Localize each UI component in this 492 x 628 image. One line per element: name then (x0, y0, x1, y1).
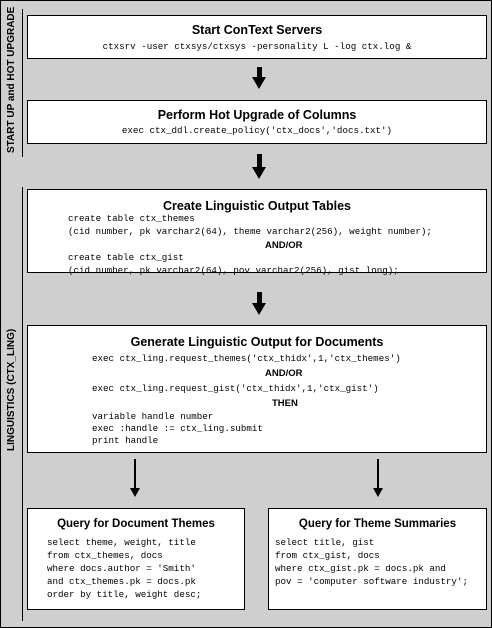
arrow-1-shaft (257, 67, 262, 78)
query-summaries-line-1: select title, gist (275, 537, 375, 548)
arrow-4-shaft (134, 459, 136, 489)
and-or-separator: AND/OR (265, 240, 303, 251)
query-themes-line-3: where docs.author = 'Smith' (47, 563, 196, 574)
arrow-1-head (252, 77, 266, 89)
start-servers-title: Start ConText Servers (191, 23, 323, 37)
query-summaries-line-2: from ctx_gist, docs (275, 550, 380, 561)
arrow-2-head (252, 167, 266, 179)
section-label-linguistics: LINGUISTICS (CTX_LING) (6, 328, 17, 451)
create-gist-line-1: create table ctx_gist (68, 252, 184, 263)
create-gist-line-2: (cid number, pk varchar2(64), pov varcha… (68, 265, 399, 276)
start-servers-command: ctxsrv -user ctxsys/ctxsys -personality … (102, 41, 412, 52)
exec-submit-line: exec :handle := ctx_ling.submit (92, 423, 263, 434)
and-or-separator: AND/OR (265, 368, 303, 379)
query-summaries-line-3: where ctx_gist.pk = docs.pk and (275, 563, 446, 574)
create-themes-line-1: create table ctx_themes (68, 213, 195, 224)
arrow-3-shaft (257, 292, 262, 304)
then-separator: THEN (272, 398, 298, 409)
query-themes-box: Query for Document Themes select theme, … (27, 508, 245, 610)
arrow-2-shaft (257, 154, 262, 168)
hot-upgrade-box: Perform Hot Upgrade of Columns exec ctx_… (27, 100, 487, 144)
query-themes-line-4: and ctx_themes.pk = docs.pk (47, 576, 196, 587)
query-themes-title: Query for Document Themes (57, 518, 215, 530)
section-divider-linguistics (22, 187, 23, 621)
query-summaries-title: Query for Theme Summaries (298, 518, 457, 530)
query-themes-line-1: select theme, weight, title (47, 537, 196, 548)
hot-upgrade-command: exec ctx_ddl.create_policy('ctx_docs','d… (121, 125, 393, 136)
linguistic-output-title: Generate Linguistic Output for Documents (130, 335, 384, 349)
arrow-4-head (130, 488, 140, 497)
linguistic-tables-title: Create Linguistic Output Tables (163, 199, 351, 213)
create-themes-line-2: (cid number, pk varchar2(64), theme varc… (68, 226, 432, 237)
linguistic-output-box: Generate Linguistic Output for Documents… (27, 325, 487, 453)
query-themes-line-5: order by title, weight desc; (47, 589, 202, 600)
section-label-startup: START UP and HOT UPGRADE (6, 6, 17, 153)
variable-handle-line: variable handle number (92, 411, 214, 422)
print-handle-line: print handle (92, 435, 159, 446)
section-divider-startup (22, 9, 23, 157)
arrow-5-head (373, 488, 383, 497)
start-servers-box: Start ConText Servers ctxsrv -user ctxsy… (27, 15, 487, 59)
linguistic-tables-box: Create Linguistic Output Tables create t… (27, 189, 487, 276)
query-summaries-line-4: pov = 'computer software industry'; (275, 576, 468, 587)
request-gist-command: exec ctx_ling.request_gist('ctx_thidx',1… (92, 383, 379, 394)
query-themes-line-2: from ctx_themes, docs (47, 550, 163, 561)
request-themes-command: exec ctx_ling.request_themes('ctx_thidx'… (92, 353, 401, 364)
query-summaries-box: Query for Theme Summaries select title, … (268, 508, 487, 610)
arrow-3-head (252, 303, 266, 315)
hot-upgrade-title: Perform Hot Upgrade of Columns (157, 108, 357, 122)
arrow-5-shaft (377, 459, 379, 489)
